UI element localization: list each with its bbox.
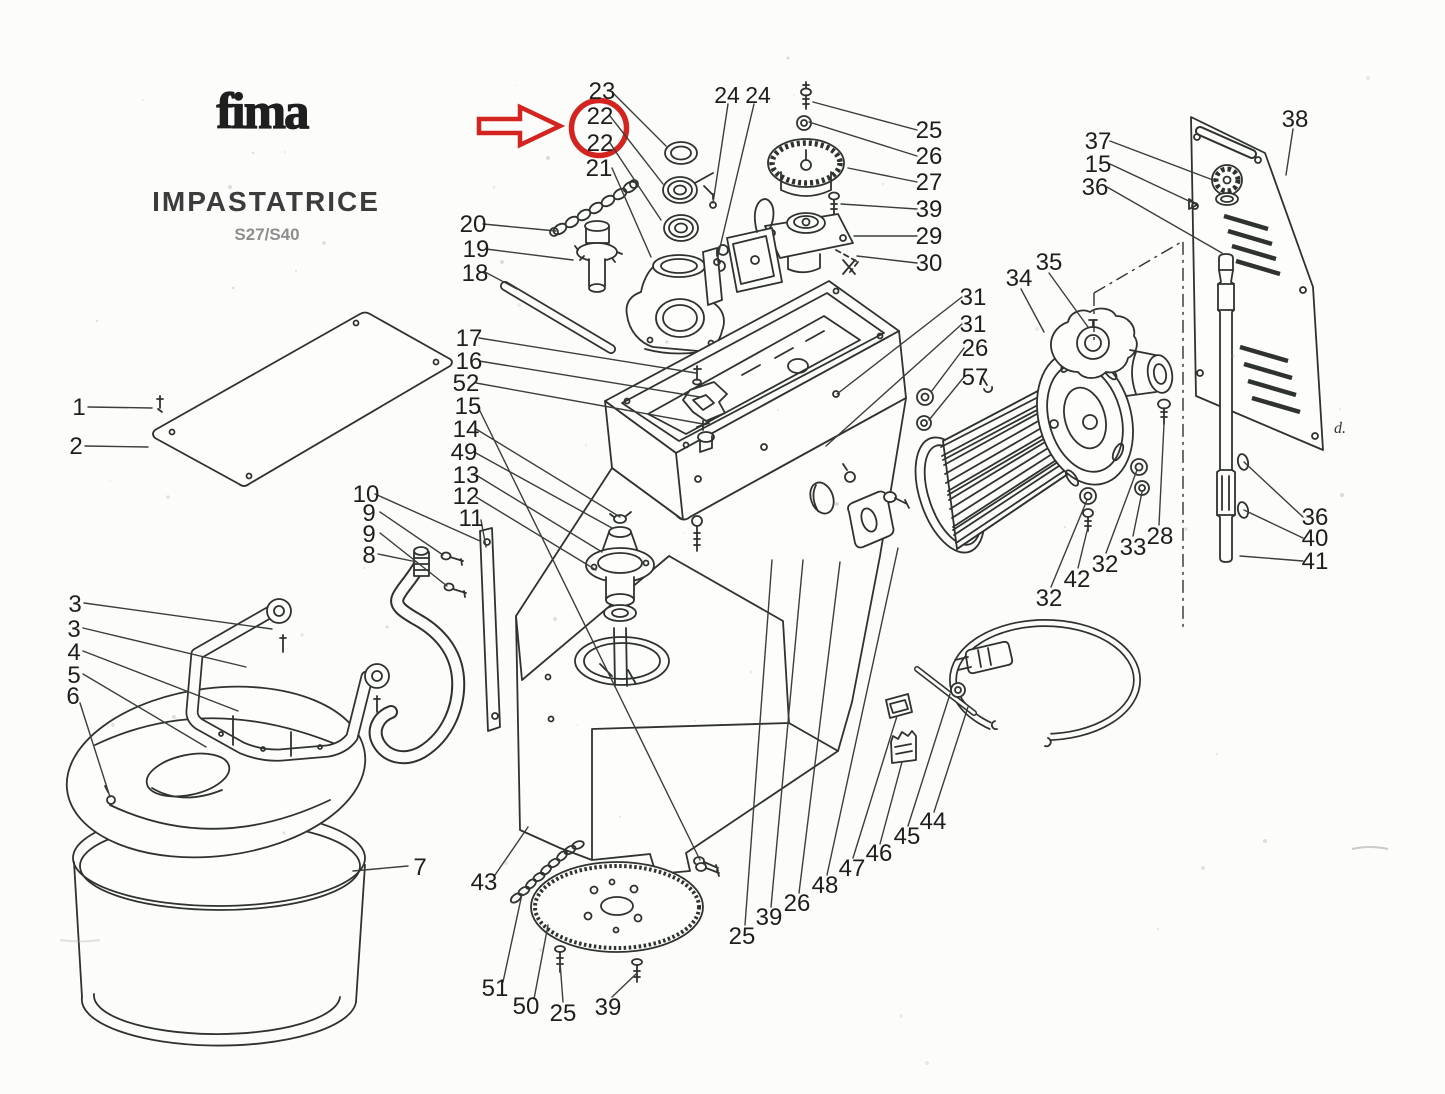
- svg-text:40: 40: [1302, 525, 1329, 552]
- svg-text:4: 4: [67, 639, 80, 666]
- svg-text:23: 23: [589, 78, 616, 105]
- svg-text:16: 16: [456, 348, 483, 375]
- svg-text:41: 41: [1302, 548, 1329, 575]
- svg-text:11: 11: [459, 505, 484, 532]
- svg-text:39: 39: [916, 196, 943, 223]
- svg-text:44: 44: [920, 808, 947, 835]
- svg-text:d.: d.: [1334, 420, 1346, 437]
- svg-text:36: 36: [1302, 504, 1329, 531]
- svg-text:33: 33: [1120, 534, 1147, 561]
- svg-text:29: 29: [916, 223, 943, 250]
- svg-text:15: 15: [455, 393, 482, 420]
- svg-text:50: 50: [513, 993, 540, 1020]
- svg-text:12: 12: [453, 483, 480, 510]
- svg-text:3: 3: [67, 616, 80, 643]
- svg-text:26: 26: [916, 143, 943, 170]
- svg-text:10: 10: [353, 481, 380, 508]
- svg-text:22: 22: [587, 130, 614, 157]
- svg-text:42: 42: [1064, 566, 1091, 593]
- svg-text:13: 13: [453, 462, 480, 489]
- svg-text:30: 30: [916, 250, 943, 277]
- svg-text:15: 15: [1085, 151, 1112, 178]
- svg-text:14: 14: [453, 416, 480, 443]
- svg-text:47: 47: [839, 855, 866, 882]
- svg-text:24: 24: [714, 82, 740, 108]
- svg-text:26: 26: [784, 890, 811, 917]
- svg-text:43: 43: [471, 869, 498, 896]
- svg-text:48: 48: [812, 872, 839, 899]
- svg-text:32: 32: [1036, 585, 1063, 612]
- svg-text:39: 39: [595, 994, 622, 1021]
- svg-text:fima: fima: [216, 84, 309, 140]
- svg-text:8: 8: [362, 542, 375, 569]
- svg-text:2: 2: [69, 433, 82, 460]
- svg-text:22: 22: [587, 103, 614, 130]
- svg-text:19: 19: [463, 236, 490, 263]
- svg-text:25: 25: [916, 117, 943, 144]
- svg-text:20: 20: [460, 211, 487, 238]
- svg-text:27: 27: [916, 169, 943, 196]
- svg-text:25: 25: [729, 923, 756, 950]
- svg-text:IMPASTATRICE: IMPASTATRICE: [152, 186, 380, 217]
- svg-text:18: 18: [462, 260, 489, 287]
- svg-text:39: 39: [756, 904, 783, 931]
- svg-text:32: 32: [1092, 551, 1119, 578]
- svg-text:9: 9: [362, 500, 375, 527]
- svg-text:46: 46: [866, 840, 893, 867]
- svg-text:45: 45: [894, 823, 921, 850]
- svg-text:5: 5: [67, 662, 80, 689]
- svg-text:25: 25: [550, 1000, 577, 1027]
- svg-text:31: 31: [960, 311, 987, 338]
- svg-text:28: 28: [1147, 523, 1174, 550]
- svg-text:S27/S40: S27/S40: [234, 225, 299, 244]
- svg-text:3: 3: [68, 591, 81, 618]
- svg-text:21: 21: [586, 155, 613, 182]
- svg-text:35: 35: [1036, 249, 1063, 276]
- svg-text:31: 31: [960, 284, 987, 311]
- svg-text:38: 38: [1282, 106, 1309, 133]
- svg-text:1: 1: [72, 394, 85, 421]
- svg-text:26: 26: [962, 335, 989, 362]
- svg-text:36: 36: [1082, 174, 1109, 201]
- svg-text:17: 17: [456, 325, 483, 352]
- svg-text:49: 49: [451, 439, 478, 466]
- svg-text:6: 6: [66, 683, 79, 710]
- svg-text:51: 51: [482, 975, 509, 1002]
- svg-text:34: 34: [1006, 265, 1033, 292]
- svg-text:24: 24: [745, 82, 771, 108]
- svg-text:9: 9: [362, 521, 375, 548]
- svg-text:37: 37: [1085, 128, 1112, 155]
- svg-text:57: 57: [962, 364, 989, 391]
- svg-text:52: 52: [453, 370, 480, 397]
- svg-text:7: 7: [413, 854, 426, 881]
